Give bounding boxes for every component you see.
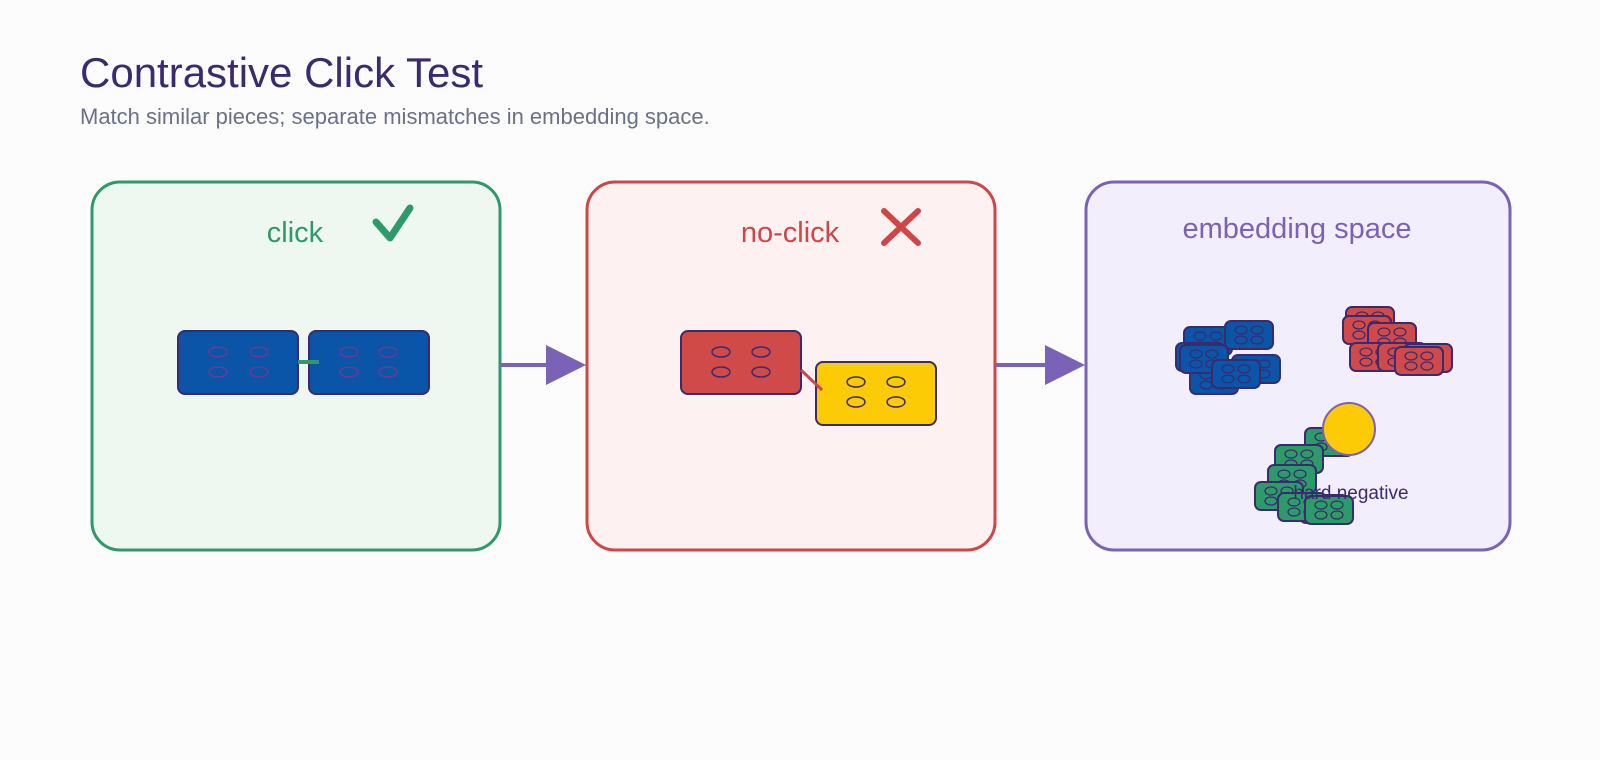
blue-brick-left — [177, 330, 299, 395]
no-click-label: no-click — [741, 217, 840, 249]
hard-negative-label: hard negative — [1293, 483, 1408, 504]
header: Contrastive Click Test Match similar pie… — [80, 48, 710, 130]
blue-brick-right — [308, 330, 430, 395]
click-panel[interactable]: click — [90, 180, 502, 552]
green-cluster — [1254, 427, 1354, 525]
embedding-panel-frame — [1084, 180, 1512, 552]
mini-brick — [1394, 346, 1444, 376]
cross-icon — [881, 208, 921, 246]
hard-negative-point — [1322, 402, 1376, 456]
click-label: click — [267, 217, 324, 249]
no-click-panel[interactable]: no-click — [585, 180, 997, 552]
page-subtitle: Match similar pieces; separate mismatche… — [80, 104, 710, 130]
yellow-brick — [815, 361, 937, 426]
page-title: Contrastive Click Test — [80, 49, 484, 96]
mismatch-link — [799, 368, 824, 392]
blue-cluster — [1175, 320, 1281, 395]
embedding-panel[interactable]: embedding space hard negative — [1084, 180, 1512, 552]
check-icon — [372, 204, 414, 242]
mini-brick — [1304, 495, 1354, 525]
mini-brick — [1211, 359, 1261, 389]
mini-brick — [1224, 320, 1274, 350]
embedding-label: embedding space — [1183, 213, 1412, 245]
red-cluster — [1342, 306, 1453, 376]
red-brick — [680, 330, 802, 395]
